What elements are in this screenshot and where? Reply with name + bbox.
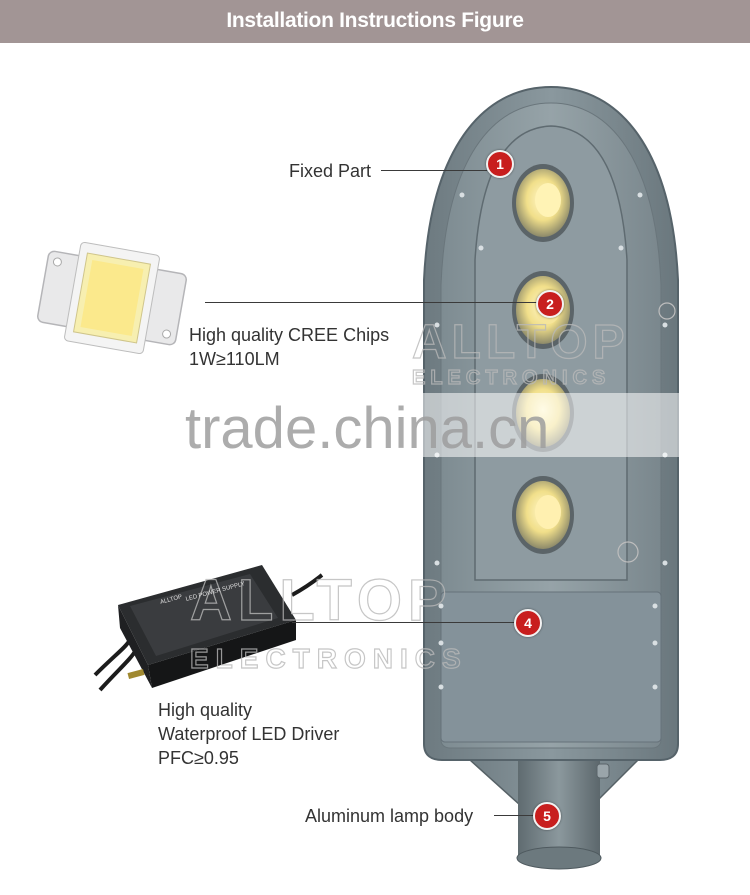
callout-label-aluminum-body: Aluminum lamp body: [305, 806, 474, 826]
watermark-brand: ALLTOP: [190, 568, 453, 633]
callout-line-1: [381, 170, 487, 171]
callout-label-driver-line3: PFC≥0.95: [158, 748, 239, 768]
watermark-brand-top: ALLTOP: [412, 316, 630, 369]
led-driver-illustration: [93, 565, 324, 692]
page-title: Installation Instructions Figure: [226, 9, 524, 32]
callout-badge-4: 4: [514, 609, 542, 637]
callout-badge-5: 5: [533, 802, 561, 830]
led-module-4: [512, 476, 574, 554]
cree-chip-illustration: [37, 241, 187, 355]
watermark-band: [415, 393, 682, 457]
callout-badge-1: 1: [486, 150, 514, 178]
callout-badge-2: 2: [536, 290, 564, 318]
registered-mark: [617, 302, 676, 563]
header-bar: Installation Instructions Figure: [0, 0, 750, 43]
led-module-1: [512, 164, 574, 242]
callout-label-cree-lm: 1W≥110LM: [189, 349, 280, 369]
watermark-brand-sub-top: ELECTRONICS: [412, 367, 610, 389]
watermark-brand-sub: ELECTRONICS: [190, 643, 468, 674]
site-watermark: trade.china.cn: [185, 396, 550, 461]
callout-line-2: [205, 302, 537, 303]
callout-label-cree-chips: High quality CREE Chips: [189, 325, 390, 345]
callout-line-4: [292, 622, 515, 623]
callout-label-driver-line2: Waterproof LED Driver: [158, 724, 340, 744]
callout-label-driver-line1: High quality: [158, 700, 253, 720]
callout-line-5: [494, 815, 535, 816]
callout-label-fixed-part: Fixed Part: [289, 161, 372, 181]
